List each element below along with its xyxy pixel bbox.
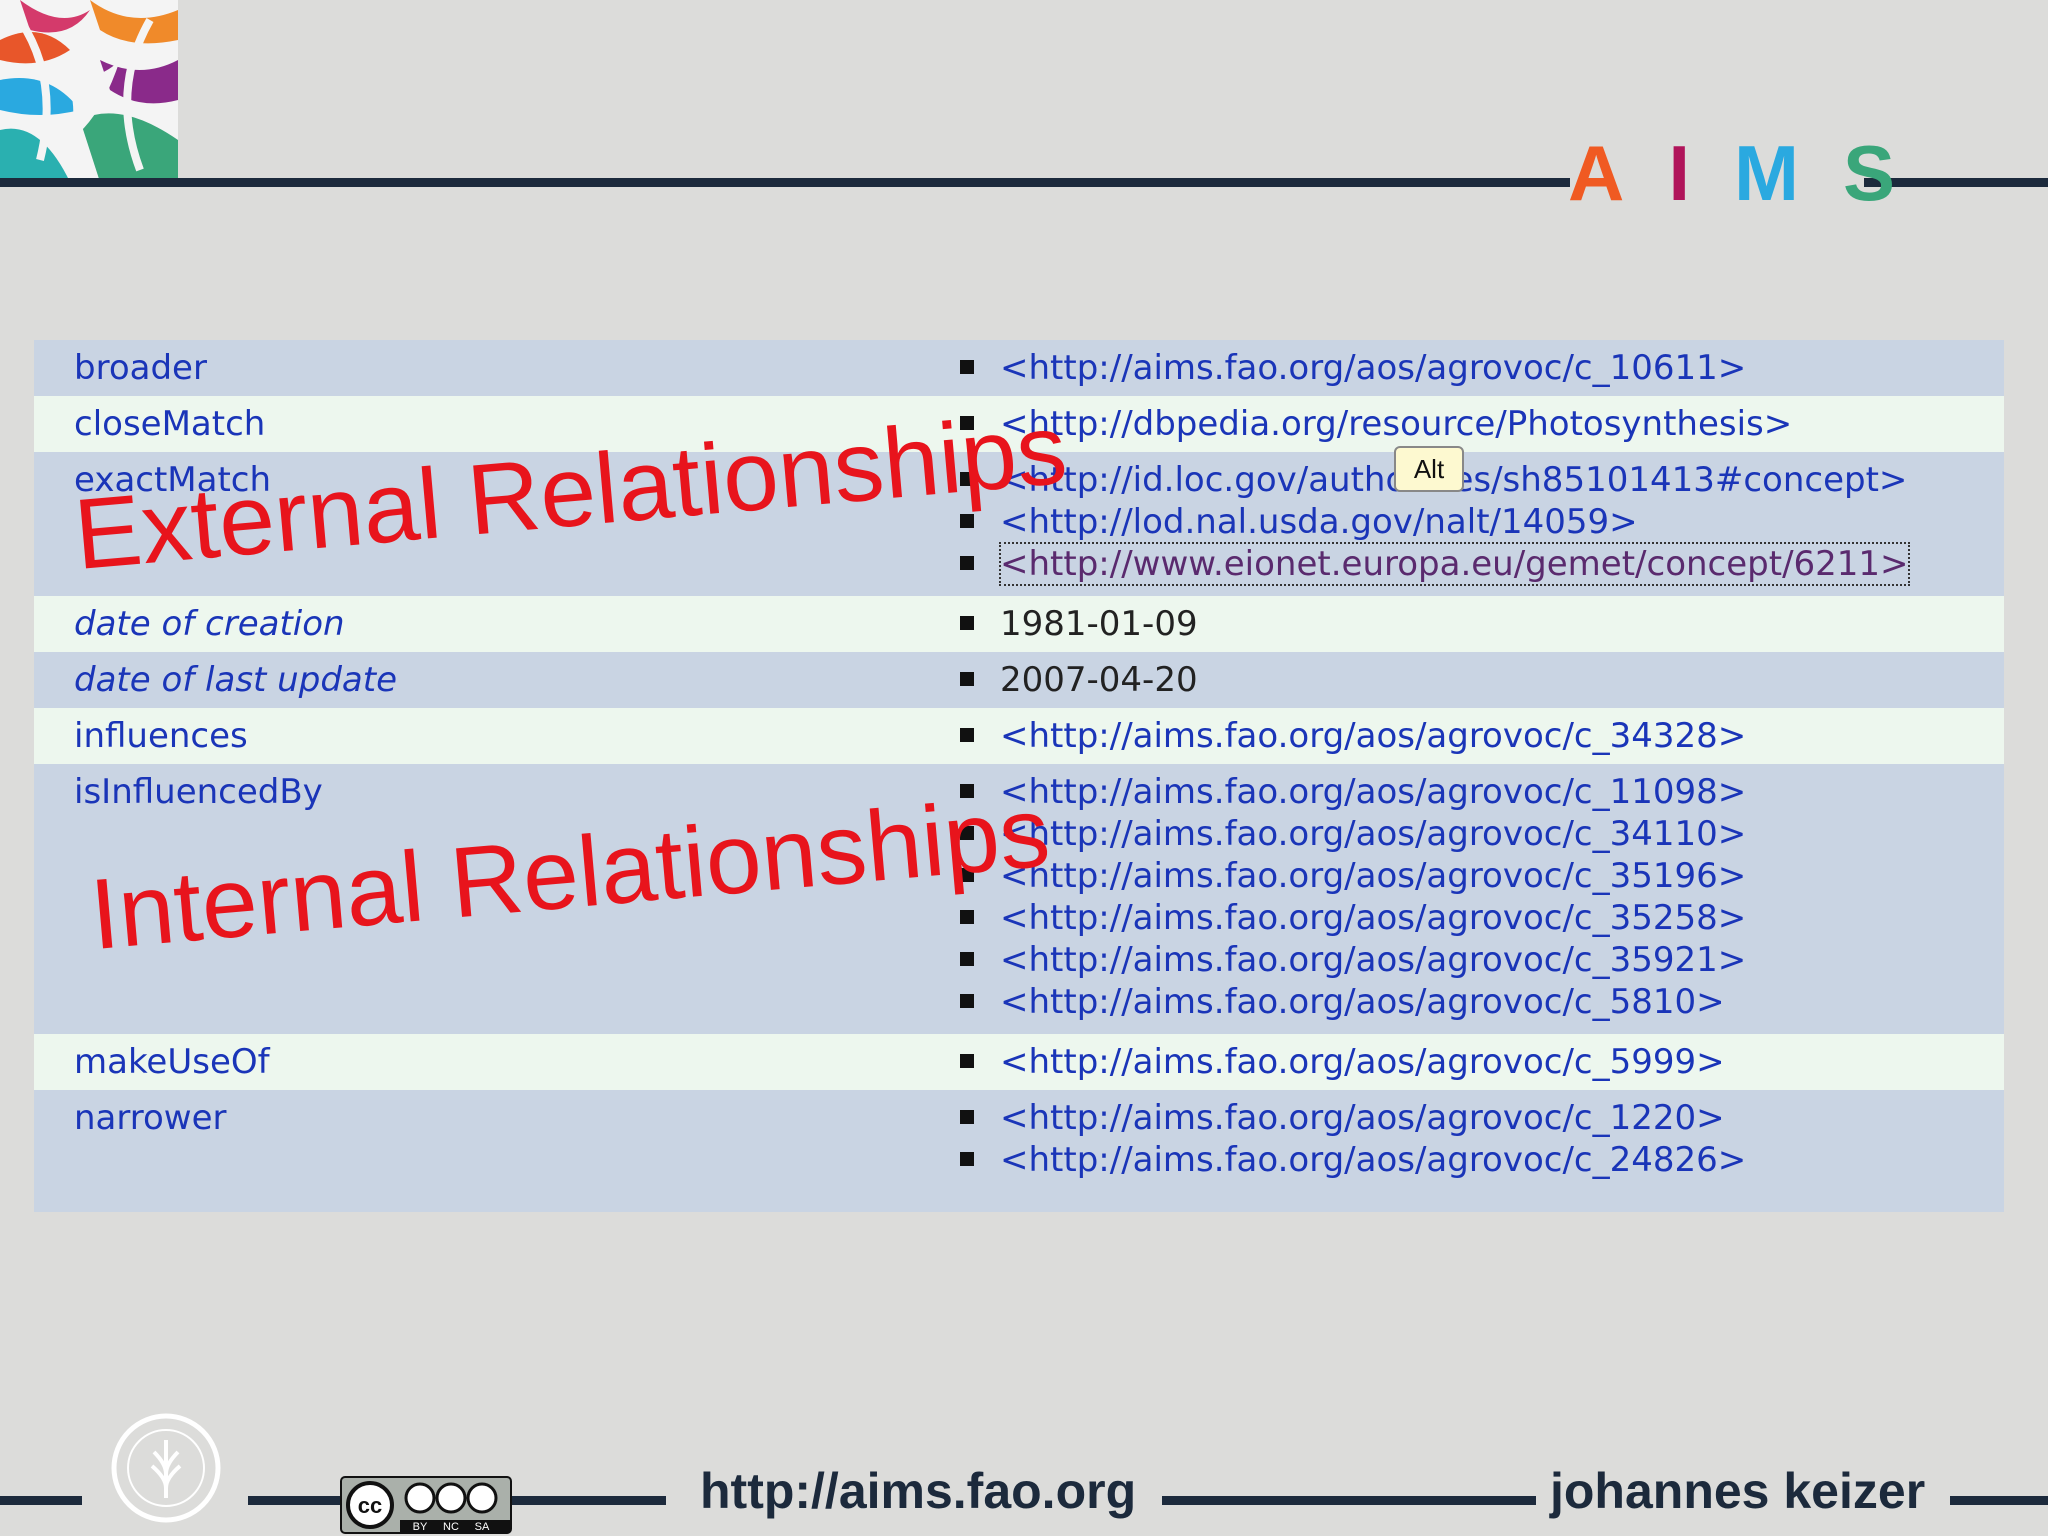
bullet-icon [960,952,974,966]
aims-letter-m: M [1734,129,1843,217]
bullet-icon [960,728,974,742]
bullet-icon [960,672,974,686]
footer-rule [0,1496,82,1505]
value-link[interactable]: <http://aims.fao.org/aos/agrovoc/c_35921… [1000,940,1747,980]
aims-letter-s: S [1843,129,1940,217]
bullet-icon [960,514,974,528]
value-link[interactable]: <http://aims.fao.org/aos/agrovoc/c_34110… [1000,814,1747,854]
value-text: 2007-04-20 [1000,660,1198,700]
value-link[interactable]: <http://aims.fao.org/aos/agrovoc/c_34328… [1000,716,1747,756]
bullet-icon [960,910,974,924]
svg-text:cc: cc [358,1493,382,1518]
property-link[interactable]: broader [74,348,207,388]
table-row: influences <http://aims.fao.org/aos/agro… [34,708,2004,764]
value-link[interactable]: <http://aims.fao.org/aos/agrovoc/c_35258… [1000,898,1747,938]
property-link[interactable]: exactMatch [74,460,272,500]
table-row: makeUseOf <http://aims.fao.org/aos/agrov… [34,1034,2004,1090]
value-link[interactable]: <http://lod.nal.usda.gov/nalt/14059> [1000,502,1638,542]
bullet-icon [960,1054,974,1068]
aims-letter-i: I [1668,129,1735,217]
property-link[interactable]: narrower [74,1098,227,1138]
bullet-icon [960,556,974,570]
table-row: date of creation 1981-01-09 [34,596,2004,652]
aims-letter-a: A [1568,129,1669,217]
value-link[interactable]: <http://aims.fao.org/aos/agrovoc/c_24826… [1000,1140,1747,1180]
footer-rule [1162,1496,1536,1505]
footer-author: johannes keizer [1550,1463,1926,1519]
table-row: broader <http://aims.fao.org/aos/agrovoc… [34,340,2004,396]
property-link[interactable]: date of last update [74,660,397,700]
concept-property-table: broader <http://aims.fao.org/aos/agrovoc… [34,340,2004,1212]
bullet-icon [960,616,974,630]
value-link[interactable]: <http://aims.fao.org/aos/agrovoc/c_35196… [1000,856,1747,896]
value-text: 1981-01-09 [1000,604,1198,644]
table-row: isInfluencedBy <http://aims.fao.org/aos/… [34,764,2004,1034]
property-link[interactable]: isInfluencedBy [74,772,323,812]
value-link[interactable]: <http://aims.fao.org/aos/agrovoc/c_5810> [1000,982,1725,1022]
alt-tooltip: Alt [1394,446,1464,492]
value-link[interactable]: <http://dbpedia.org/resource/Photosynthe… [1000,404,1793,444]
bullet-icon [960,1152,974,1166]
property-link[interactable]: makeUseOf [74,1042,270,1082]
table-row: date of last update 2007-04-20 [34,652,2004,708]
cc-license-badge[interactable]: cc BY NC SA [340,1476,512,1534]
property-link[interactable]: influences [74,716,248,756]
value-link-focused[interactable]: <http://www.eionet.europa.eu/gemet/conce… [999,542,1910,586]
value-link[interactable]: <http://aims.fao.org/aos/agrovoc/c_11098… [1000,772,1747,812]
property-link[interactable]: date of creation [74,604,345,644]
header-rule-left [0,178,1570,187]
property-link[interactable]: closeMatch [74,404,266,444]
bullet-icon [960,784,974,798]
cc-nc-label: NC [443,1521,459,1533]
bullet-icon [960,472,974,486]
bullet-icon [960,360,974,374]
bullet-icon [960,994,974,1008]
bullet-icon [960,416,974,430]
footer-rule [1950,1496,2048,1505]
table-row: closeMatch <http://dbpedia.org/resource/… [34,396,2004,452]
value-link[interactable]: <http://aims.fao.org/aos/agrovoc/c_5999> [1000,1042,1725,1082]
header-rule-right [1864,178,2048,187]
value-link[interactable]: <http://aims.fao.org/aos/agrovoc/c_1220> [1000,1098,1725,1138]
value-link[interactable]: <http://aims.fao.org/aos/agrovoc/c_10611… [1000,348,1747,388]
footer-url-link[interactable]: http://aims.fao.org [700,1463,1137,1519]
bullet-icon [960,868,974,882]
fao-logo-image [111,1413,221,1523]
bullet-icon [960,826,974,840]
aims-logo: AIMS [1568,128,1939,219]
tree-logo-image [0,0,178,182]
cc-sa-label: SA [475,1521,490,1533]
bullet-icon [960,1110,974,1124]
table-row: narrower <http://aims.fao.org/aos/agrovo… [34,1090,2004,1212]
cc-by-label: BY [413,1521,428,1533]
table-row: exactMatch <http://id.loc.gov/authoritie… [34,452,2004,596]
